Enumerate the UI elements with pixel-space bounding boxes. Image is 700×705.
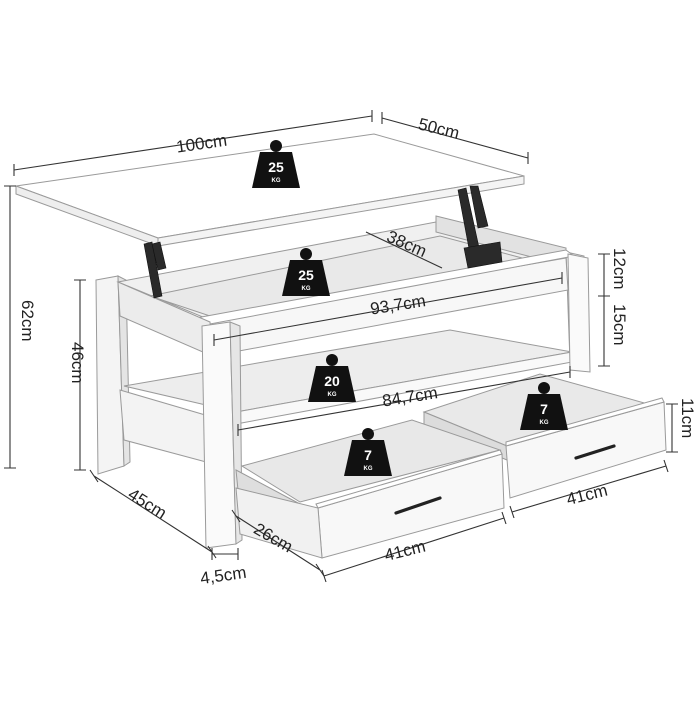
badge-unit: KG: [302, 286, 311, 292]
badge-ring: [270, 140, 282, 152]
label-overall-height: 62cm: [18, 300, 37, 342]
dim-line-inner-upper: [213, 272, 563, 346]
badge-unit: KG: [540, 420, 549, 426]
label-upper-compartment-height: 12cm: [610, 248, 629, 290]
dim-line-compartment-height: [598, 253, 610, 367]
lift-hinges: [143, 185, 503, 299]
dim-line-drawer-left: [321, 511, 507, 583]
dim-line-inner-lower: [237, 366, 571, 436]
right-drawer-handle: [574, 444, 616, 460]
badge-value: 20: [324, 373, 340, 389]
left-drawer-handle: [394, 496, 442, 515]
left-hinge-arm: [151, 241, 167, 271]
dim-line-body-height: [74, 279, 86, 471]
badge-ring: [326, 354, 338, 366]
badge-value: 25: [298, 267, 314, 283]
left-hinge: [143, 241, 163, 299]
badge-body: [252, 152, 300, 188]
badge-body: [308, 366, 356, 402]
label-top-width: 100cm: [175, 131, 228, 157]
label-drawer-left: 41cm: [382, 537, 427, 565]
weight-badge-lift-top: 25 KG: [252, 140, 300, 188]
drawer-handles: [394, 444, 616, 515]
badge-value: 25: [268, 159, 284, 175]
badge-unit: KG: [272, 178, 281, 184]
dim-line-lift-depth: [365, 231, 443, 269]
badge-body: [282, 260, 330, 296]
badge-ring: [538, 382, 550, 394]
badge-ring: [300, 248, 312, 260]
badge-value: 7: [364, 447, 372, 463]
label-shelf-gap-height: 15cm: [610, 304, 629, 346]
table-illustration: [95, 215, 667, 559]
badge-unit: KG: [328, 392, 337, 398]
dim-line-top-width: [13, 110, 373, 176]
weight-badges: 25 KG 25 KG 20 KG 7 KG 7 KG: [252, 140, 568, 476]
dim-line-leg-width: [211, 548, 239, 560]
dim-line-overall-height: [4, 185, 16, 469]
dim-line-top-depth: [381, 112, 529, 164]
badge-ring: [362, 428, 374, 440]
right-drawer-front-top: [505, 397, 665, 447]
badge-body: [344, 440, 392, 476]
left-drawer-front-top: [315, 449, 503, 509]
badge-value: 7: [540, 401, 548, 417]
right-hinge-arm: [469, 185, 489, 229]
dim-line-drawer-depth: [231, 509, 325, 577]
weight-badge-drawer-right: 7 KG: [520, 382, 568, 430]
front-right-leg: [567, 253, 591, 373]
dimension-lines: [4, 110, 678, 583]
label-drawer-height: 11cm: [678, 398, 697, 438]
weight-badge-shelf: 20 KG: [308, 354, 356, 402]
label-body-height: 46cm: [68, 342, 87, 384]
label-top-depth: 50cm: [416, 114, 461, 142]
left-drawer-side: [235, 487, 323, 559]
label-leg-width: 4,5cm: [199, 563, 247, 588]
badge-unit: KG: [364, 466, 373, 472]
weight-badge-drawer-left: 7 KG: [344, 428, 392, 476]
dim-line-drawer-height: [666, 403, 678, 453]
dim-line-drawer-right: [509, 459, 669, 519]
weight-badge-compartment: 25 KG: [282, 248, 330, 296]
badge-body: [520, 394, 568, 430]
label-drawer-right: 41cm: [564, 481, 609, 509]
label-body-depth: 45cm: [125, 485, 170, 523]
right-hinge-bracket: [463, 241, 503, 269]
